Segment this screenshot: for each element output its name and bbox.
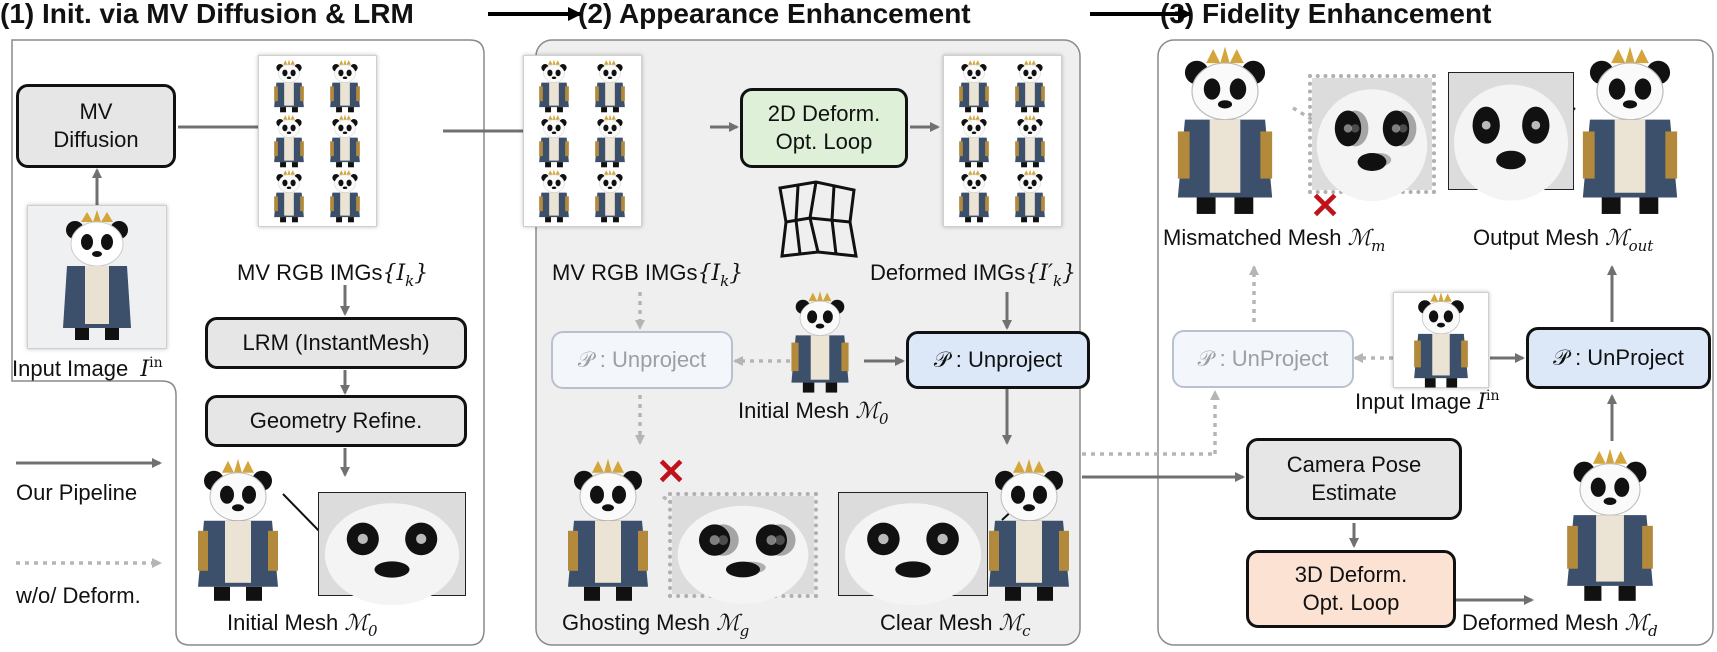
output-mesh-figure [1582,46,1678,214]
mv-view-thumbnail [1015,59,1045,113]
input-image-frame-2 [1393,292,1489,388]
output-face-closeup [1448,72,1574,201]
clear-face-closeup [838,492,988,606]
input-image-label-2: Input Image Iin [1355,388,1500,415]
mv-view-thumbnail [539,169,569,223]
mv-view-thumbnail [1015,169,1045,223]
panda-figure [28,206,166,348]
mv-rgb-label-2: MV RGB IMGs{Ik} [552,260,744,290]
ghosting-mesh-figure [568,458,648,601]
mv-view-thumbnail [595,114,625,168]
mismatched-mesh-figure [1177,46,1273,214]
mismatched-mesh-label: Mismatched Mesh ℳm [1163,225,1386,255]
panda-face-closeup [1449,73,1573,201]
cross-icon: ✕ [656,451,687,492]
mv-grid-thumbnails [274,59,360,223]
geometry-refine-box: Geometry Refine. [205,395,467,447]
stage1-title: (1) Init. via MV Diffusion & LRM [0,0,414,29]
panda-figure [1414,292,1468,388]
initial-mesh-figure [198,458,278,601]
deformed-mesh-label: Deformed Mesh ℳd [1462,610,1658,640]
ghosting-face-closeup [668,492,818,604]
mv-view-thumbnail [274,59,304,113]
unproject3-box: 𝒫 : UnProject [1526,327,1711,389]
mv-grid-thumbnails [539,59,625,223]
initial-mesh-label: Initial Mesh ℳ0 [227,610,378,640]
deformed-imgs-grid [943,55,1062,227]
legend-no-deform-label: w/o/ Deform. [16,583,141,608]
mv-view-thumbnail [959,114,989,168]
mv-view-thumbnail [539,114,569,168]
mv-view-thumbnail [959,59,989,113]
cross-icon: ✕ [1310,185,1341,226]
panda-face-closeup [319,493,465,606]
mv-view-thumbnail [1015,114,1045,168]
initial-mesh-label-2: Initial Mesh ℳ0 [738,398,889,428]
panda-face-closeup [1312,78,1432,202]
mv-rgb-label-1: MV RGB IMGs{Ik} [237,260,429,290]
stage3-title: (3) Fidelity Enhancement [1160,0,1492,29]
clear-mesh-label: Clear Mesh ℳc [880,610,1031,640]
panda-face-closeup [839,493,987,606]
input-image-frame [27,205,167,349]
camera-pose-box: Camera Pose Estimate [1246,438,1462,520]
unproject3-faded-box: 𝒫 : UnProject [1172,330,1354,388]
mv-rgb-grid-2 [523,55,642,227]
deformation-grid-icon [778,180,858,258]
deform2d-box: 2D Deform. Opt. Loop [740,88,908,168]
mv-diffusion-box: MV Diffusion [16,84,176,168]
mv-view-thumbnail [274,169,304,223]
mv-view-thumbnail [595,59,625,113]
lrm-box: LRM (InstantMesh) [205,317,467,369]
unproject-box: 𝒫 : Unproject [906,331,1090,389]
mv-grid-thumbnails [959,59,1045,223]
deform3d-box: 3D Deform. Opt. Loop [1246,550,1456,628]
deformed-mesh-figure [1567,448,1653,601]
mv-view-thumbnail [274,114,304,168]
mv-view-thumbnail [539,59,569,113]
mv-view-thumbnail [959,169,989,223]
initial-mesh-figure-2 [791,291,849,393]
mismatched-face-closeup [1308,74,1436,202]
ghosting-mesh-label: Ghosting Mesh ℳg [562,610,750,640]
initial-face-closeup [318,492,466,606]
mv-view-thumbnail [330,169,360,223]
panda-face-closeup [672,496,814,604]
mv-view-thumbnail [330,59,360,113]
deformed-imgs-label: Deformed IMGs{I′k} [870,260,1077,290]
stage2-title: (2) Appearance Enhancement [578,0,971,29]
input-image-label: Input Image Iin [12,355,163,382]
output-mesh-label: Output Mesh ℳout [1473,225,1654,255]
unproject-faded-box: 𝒫 : Unproject [551,331,733,389]
clear-mesh-figure [989,458,1069,601]
mv-view-thumbnail [330,114,360,168]
mv-rgb-grid-1 [258,55,377,227]
mv-view-thumbnail [595,169,625,223]
legend-pipeline-label: Our Pipeline [16,480,138,505]
